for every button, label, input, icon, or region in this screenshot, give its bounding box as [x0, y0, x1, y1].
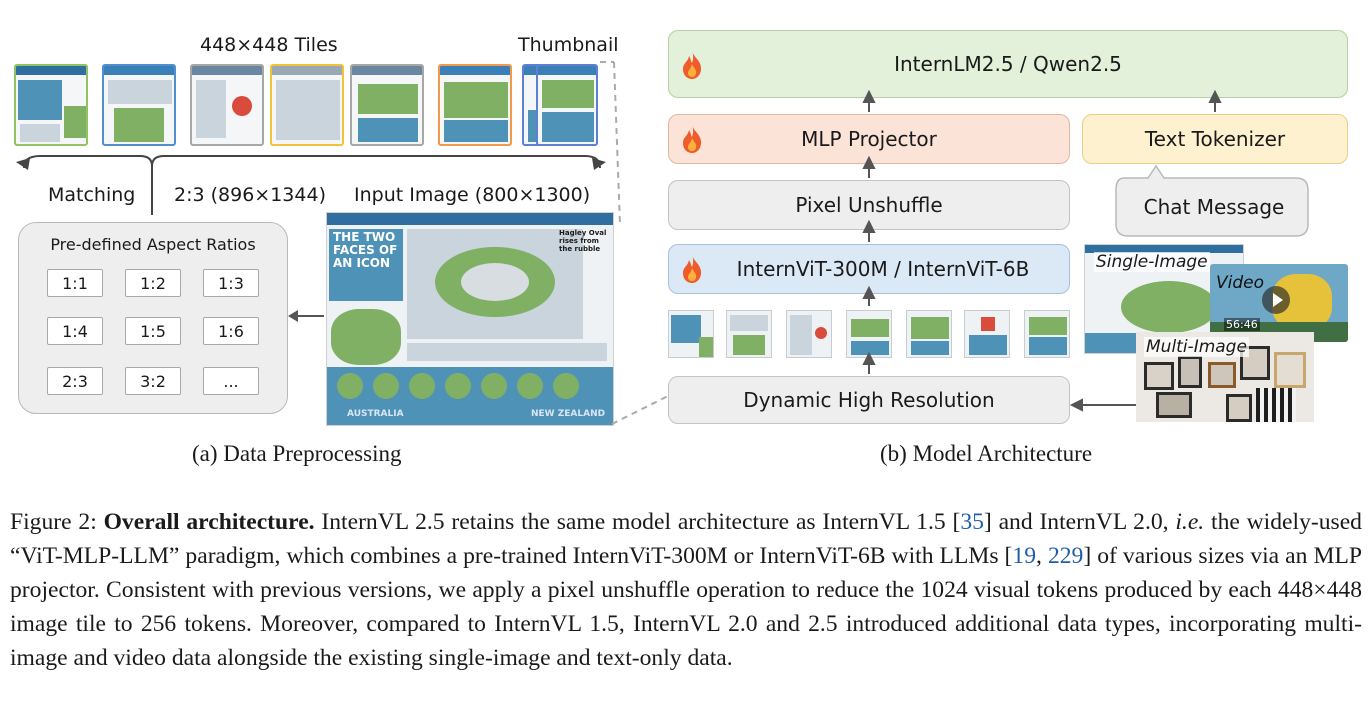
input-image-label: Input Image (800×1300)	[354, 184, 591, 206]
fire-icon	[683, 51, 702, 79]
citation-link[interactable]: 35	[960, 509, 984, 535]
image-tile	[14, 64, 88, 146]
image-tile	[270, 64, 344, 146]
selected-ratio: 2:3 (896×1344)	[174, 184, 326, 206]
chat-bubble-shape	[1115, 164, 1309, 237]
image-tile	[846, 310, 892, 358]
multi-image-label: Multi-Image	[1144, 337, 1249, 357]
image-tile	[438, 64, 512, 146]
image-tile	[726, 310, 772, 358]
ratio-option: 1:2	[125, 269, 181, 297]
citation-separator: ,	[1036, 543, 1048, 569]
image-tile	[668, 310, 714, 358]
thumbnail-image	[536, 64, 598, 146]
architecture-arrows	[862, 90, 1222, 412]
text-tokenizer-block: Text Tokenizer	[1082, 114, 1348, 164]
input-image: THE TWO FACES OF AN ICON Hagley Oval ris…	[326, 212, 614, 426]
mlp-label: MLP Projector	[801, 127, 937, 151]
dynamic-high-resolution-block: Dynamic High Resolution	[668, 376, 1070, 424]
figure-label: Figure 2:	[10, 509, 97, 535]
video-label: Video	[1216, 273, 1265, 293]
newspaper-footer-right: NEW ZEALAND	[531, 409, 606, 419]
vit-label: InternViT-300M / InternViT-6B	[736, 257, 1030, 281]
figure-title: Overall architecture.	[103, 509, 315, 535]
caption-text-4: ] of various sizes via an MLP projector.…	[10, 543, 1363, 671]
newspaper-headline: THE TWO FACES OF AN ICON	[333, 230, 398, 270]
arrow-to-panel	[288, 310, 324, 322]
caption-text-2: ] and InternVL 2.0,	[983, 509, 1176, 535]
ratio-option: 3:2	[125, 367, 181, 395]
newspaper-footer-left: AUSTRALIA	[347, 409, 404, 419]
thumbnail-label: Thumbnail	[518, 34, 619, 56]
aspect-ratio-panel: Pre-defined Aspect Ratios 1:1 1:2 1:3 1:…	[18, 222, 288, 414]
single-image-label: Single-Image	[1094, 252, 1210, 272]
ratio-option: 1:1	[47, 269, 103, 297]
ratio-option: 2:3	[47, 367, 103, 395]
image-tile	[786, 310, 832, 358]
citation-link[interactable]: 19	[1012, 543, 1037, 569]
image-tile	[1024, 310, 1070, 358]
video-timestamp: 56:46	[1224, 318, 1260, 331]
image-tile	[102, 64, 176, 146]
fire-icon	[683, 255, 702, 283]
tiles-brace	[16, 61, 621, 226]
matching-label: Matching	[48, 184, 136, 206]
unshuffle-label: Pixel Unshuffle	[795, 193, 943, 217]
figure-caption: Figure 2: Overall architecture. InternVL…	[10, 505, 1362, 675]
ratio-option: 1:5	[125, 317, 181, 345]
chat-message-label: Chat Message	[1143, 195, 1285, 219]
image-tile	[350, 64, 424, 146]
caption-text-3: the widely-used “ViT-MLP-LLM” paradigm, …	[10, 509, 1362, 569]
ratio-option: ...	[203, 367, 259, 395]
mlp-projector-block: MLP Projector	[668, 114, 1070, 164]
llm-block: InternLM2.5 / Qwen2.5	[668, 30, 1348, 98]
caption-italic: i.e.	[1175, 509, 1205, 535]
ratio-option: 1:3	[203, 269, 259, 297]
subcaption-a: (a) Data Preprocessing	[192, 441, 402, 466]
panel-title: Pre-defined Aspect Ratios	[50, 235, 256, 254]
newspaper-sidehead: Hagley Oval rises from the rubble	[559, 229, 607, 253]
pixel-unshuffle-block: Pixel Unshuffle	[668, 180, 1070, 230]
citation-link[interactable]: 229	[1047, 543, 1084, 569]
dhr-label: Dynamic High Resolution	[743, 388, 995, 412]
llm-label: InternLM2.5 / Qwen2.5	[894, 52, 1122, 76]
image-tile	[190, 64, 264, 146]
tiles-label: 448×448 Tiles	[200, 34, 338, 56]
subcaption-b: (b) Model Architecture	[880, 441, 1093, 466]
vit-block: InternViT-300M / InternViT-6B	[668, 244, 1070, 294]
fire-icon	[683, 125, 702, 153]
image-tile	[964, 310, 1010, 358]
tokenizer-label: Text Tokenizer	[1144, 127, 1286, 151]
ratio-option: 1:6	[203, 317, 259, 345]
ratio-option: 1:4	[47, 317, 103, 345]
caption-text-1: InternVL 2.5 retains the same model arch…	[321, 509, 961, 535]
image-tile	[906, 310, 952, 358]
